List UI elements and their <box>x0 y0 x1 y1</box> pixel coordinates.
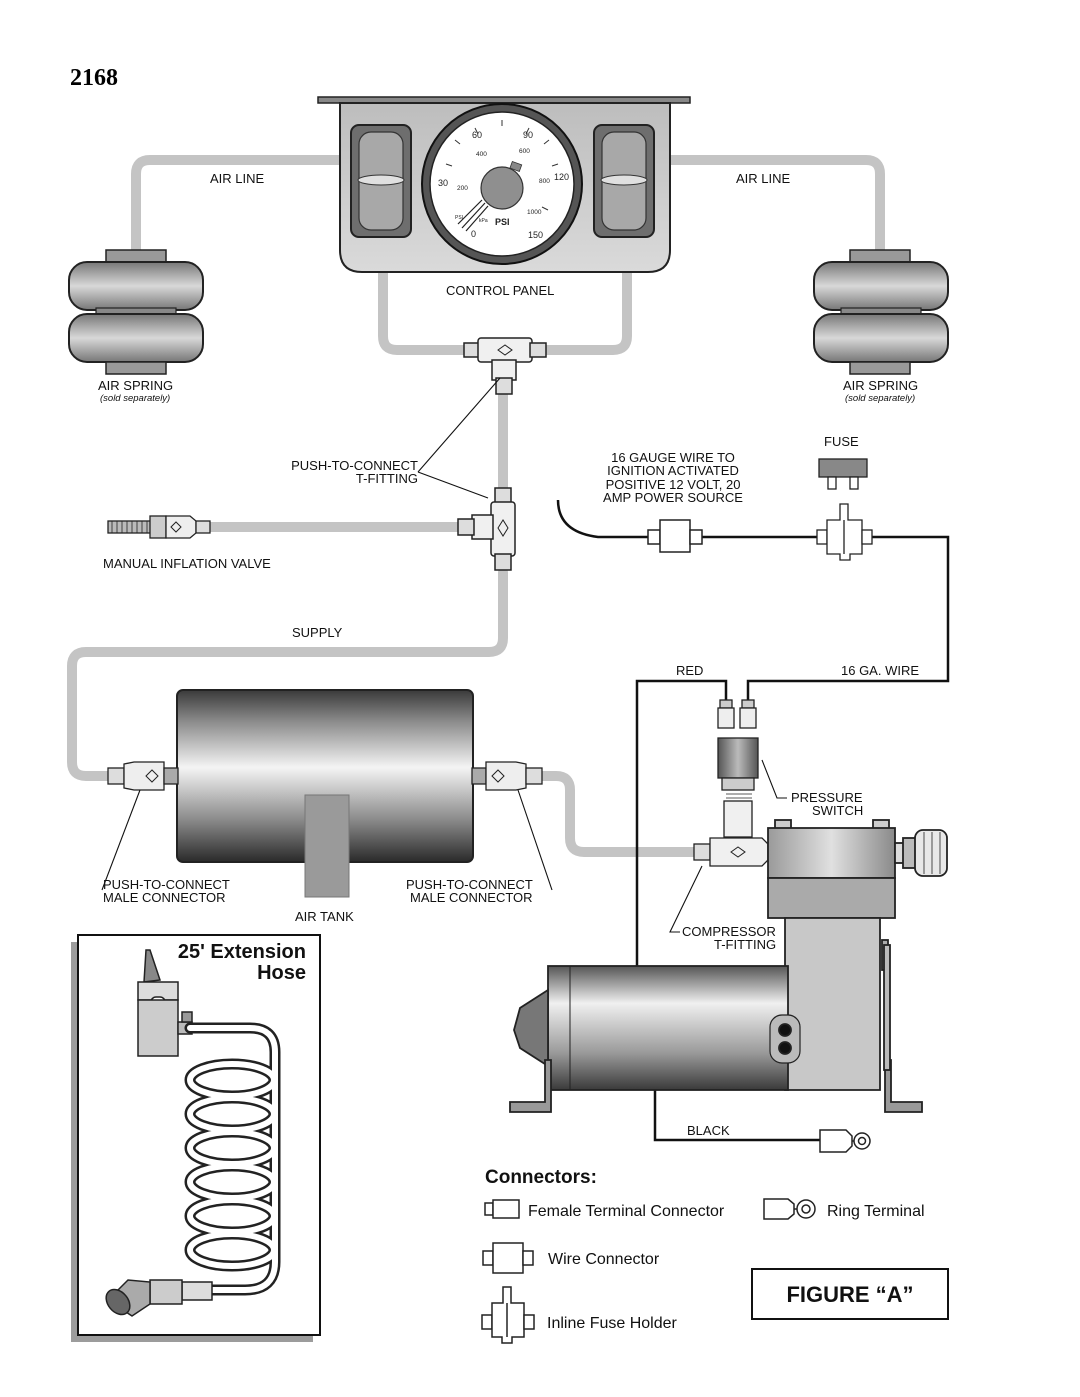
gauge-kpa-200: 200 <box>457 185 468 192</box>
gauge-small-psi: PSI <box>455 215 463 221</box>
extension-hose-title-2: Hose <box>257 962 306 984</box>
label-red: RED <box>676 663 703 678</box>
tfitting-upper <box>463 337 547 395</box>
label-sold-separately-left: (sold separately) <box>100 393 170 404</box>
black-terminal-post <box>778 1041 792 1055</box>
legend-inline-fuse-holder: Inline Fuse Holder <box>547 1315 678 1332</box>
air-lines <box>67 155 885 857</box>
label-male-connector-right-2: MALE CONNECTOR <box>410 890 533 905</box>
pressure-switch <box>717 699 759 799</box>
air-spring-left <box>68 249 204 375</box>
fuse <box>818 458 868 490</box>
male-connector-right <box>471 761 543 791</box>
female-terminal-icon <box>484 1199 520 1219</box>
label-push-to-connect-tfitting: PUSH-TO-CONNECT <box>291 458 418 473</box>
gauge-kpa-800: 800 <box>539 178 550 185</box>
gauge-small-kpa: kPa <box>479 218 488 224</box>
gauge-kpa-400: 400 <box>476 151 487 158</box>
figure-label-box: FIGURE “A” <box>751 1268 949 1320</box>
connectors-legend: Connectors: Female Terminal Connector Ri… <box>481 1167 925 1344</box>
label-black: BLACK <box>687 1123 730 1138</box>
supply-line <box>67 567 508 781</box>
air-line-left <box>131 155 350 255</box>
figure-label: FIGURE “A” <box>786 1282 913 1307</box>
connectors-heading: Connectors: <box>485 1167 597 1188</box>
pressure-gauge: 0 30 60 90 120 150 200 400 600 800 1000 … <box>421 103 583 265</box>
fuse-to-ga-wire <box>746 535 950 703</box>
label-male-connector-left-2: MALE CONNECTOR <box>103 890 226 905</box>
label-supply: SUPPLY <box>292 625 343 640</box>
wire-connector-inline <box>647 519 703 553</box>
gauge-hub <box>480 166 524 210</box>
label-male-connector-right-1: PUSH-TO-CONNECT <box>406 877 533 892</box>
label-manual-inflation-valve: MANUAL INFLATION VALVE <box>103 556 271 571</box>
air-tank <box>107 689 543 898</box>
label-sold-separately-right: (sold separately) <box>845 393 915 404</box>
gauge-kpa-1000: 1000 <box>527 209 542 216</box>
gauge-kpa-600: 600 <box>519 148 530 155</box>
tfitting-middle <box>457 487 516 571</box>
legend-wire-connector: Wire Connector <box>548 1251 660 1268</box>
label-air-spring-right: AIR SPRING <box>843 378 918 393</box>
extension-hose-title-1: 25' Extension <box>178 941 306 963</box>
control-panel: 0 30 60 90 120 150 200 400 600 800 1000 … <box>317 96 691 273</box>
hose-end-fitting <box>105 1279 213 1317</box>
label-wire-note-3: POSITIVE 12 VOLT, 20 <box>606 477 741 492</box>
compressor <box>509 819 948 1113</box>
gauge-psi-90: 90 <box>523 130 533 140</box>
label-air-tank: AIR TANK <box>295 909 354 924</box>
air-line-right <box>660 155 885 255</box>
tank-to-compressor-line <box>535 771 700 857</box>
label-wire-note-2: IGNITION ACTIVATED <box>607 463 739 478</box>
label-air-line-right: AIR LINE <box>736 171 791 186</box>
legend-ring-terminal: Ring Terminal <box>827 1203 925 1220</box>
gauge-psi-60: 60 <box>472 130 482 140</box>
label-16-ga-wire: 16 GA. WIRE <box>841 663 919 678</box>
inline-fuse-holder <box>816 503 873 561</box>
inline-fuse-holder-icon <box>481 1286 535 1344</box>
tire-chuck <box>137 949 193 1057</box>
leader-lines <box>101 377 787 933</box>
label-wire-note-4: AMP POWER SOURCE <box>603 490 743 505</box>
gauge-psi-120: 120 <box>554 172 569 182</box>
label-tfitting: T-FITTING <box>356 471 418 486</box>
label-switch: SWITCH <box>812 803 863 818</box>
ring-terminal-icon <box>763 1198 816 1220</box>
legend-female-terminal: Female Terminal Connector <box>528 1203 725 1220</box>
coiled-hose-highlight <box>187 1025 278 1293</box>
label-control-panel: CONTROL PANEL <box>446 283 554 298</box>
panel-to-tfitting-left <box>378 265 470 355</box>
label-male-connector-left-1: PUSH-TO-CONNECT <box>103 877 230 892</box>
label-wire-note-1: 16 GAUGE WIRE TO <box>611 450 735 465</box>
gauge-psi-30: 30 <box>438 178 448 188</box>
gauge-psi-0: 0 <box>471 229 476 239</box>
compressor-tfitting <box>693 800 777 867</box>
gauge-unit: PSI <box>495 217 510 227</box>
ring-terminal-black <box>819 1129 871 1153</box>
label-compressor: COMPRESSOR <box>682 924 776 939</box>
label-pressure: PRESSURE <box>791 790 863 805</box>
label-fuse: FUSE <box>824 434 859 449</box>
page-number: 2168 <box>70 65 118 91</box>
label-air-line-left: AIR LINE <box>210 171 265 186</box>
air-spring-right <box>813 249 949 375</box>
wire-connector-icon <box>482 1242 534 1274</box>
label-air-spring-left: AIR SPRING <box>98 378 173 393</box>
panel-to-tfitting-right <box>540 265 632 355</box>
red-terminal-post <box>778 1023 792 1037</box>
ignition-wire <box>556 499 648 539</box>
tank-mount-strap <box>304 794 350 898</box>
gauge-psi-150: 150 <box>528 230 543 240</box>
male-connector-left <box>107 761 179 791</box>
label-compressor-tfitting: T-FITTING <box>714 937 776 952</box>
manual-inflation-valve <box>107 515 211 539</box>
extension-hose-panel: 25' Extension Hose <box>71 934 321 1342</box>
